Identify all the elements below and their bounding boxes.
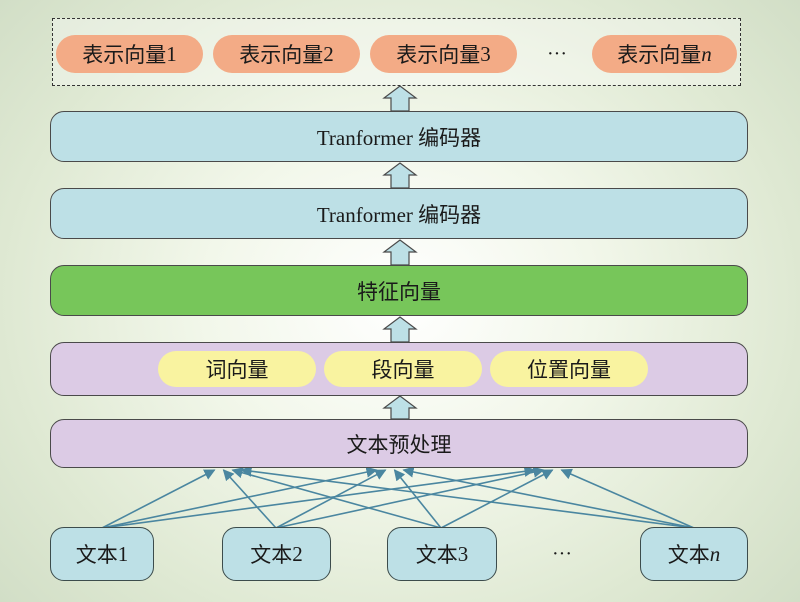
position-vector-label: 位置向量 [527, 358, 611, 382]
text-n-to-preprocess-arrow-2 [402, 466, 695, 529]
text-3-to-preprocess-arrow-1 [231, 467, 442, 529]
encoder-to-encoder-block-arrow [382, 162, 418, 189]
text-n-to-preprocess-arrow-3 [560, 468, 695, 529]
segment-vector-label: 段向量 [371, 358, 435, 382]
text-input-3: 文本 3 [387, 527, 497, 581]
representation-vector-label: 表示向量 [396, 43, 481, 67]
transformer-encoder-layer-1: Tranformer 编码器 [50, 188, 748, 239]
segment-vector-pill: 段向量 [324, 351, 482, 387]
representation-vector-label: 表示向量 [239, 43, 324, 67]
encoder-label: Tranformer 编码器 [316, 125, 482, 150]
text-input-index: 3 [457, 541, 469, 566]
representation-vector-index: 1 [166, 41, 177, 66]
text-preprocessing-layer: 文本预处理 [50, 419, 748, 468]
text-input-index: n [709, 541, 721, 566]
text-2-to-preprocess-arrow-2 [275, 469, 387, 529]
text-input-label: 文本 [667, 543, 710, 567]
text-3-to-preprocess-arrow-2 [393, 469, 442, 529]
feature-vector-layer: 特征向量 [50, 265, 748, 316]
representation-vector-n: 表示向量 n [592, 35, 737, 73]
word-vector-pill: 词向量 [158, 351, 316, 387]
preprocess-to-embedding-block-arrow [382, 395, 418, 420]
representation-vector-index: n [701, 41, 712, 66]
feature-to-encoder-block-arrow [382, 239, 418, 266]
text-input-index: 1 [117, 541, 129, 566]
text-1-to-preprocess-arrow-1 [101, 469, 216, 529]
representation-vector-label: 表示向量 [82, 43, 167, 67]
representation-ellipsis: ··· [547, 42, 567, 65]
text-2-to-preprocess-arrow-3 [275, 466, 545, 529]
transformer-encoder-layer-2: Tranformer 编码器 [50, 111, 748, 162]
text-1-to-preprocess-arrow-2 [101, 466, 378, 529]
text-input-label: 文本 [75, 543, 118, 567]
representation-vector-index: 2 [323, 41, 334, 66]
text-input-ellipsis: ··· [552, 542, 572, 565]
text-input-1: 文本 1 [50, 527, 154, 581]
text-2-to-preprocess-arrow-1 [222, 469, 277, 529]
text-input-index: 2 [292, 541, 303, 566]
representation-vector-1: 表示向量 1 [56, 35, 203, 73]
preprocessing-label: 文本预处理 [346, 432, 452, 457]
text-input-n: 文本 n [640, 527, 748, 581]
word-vector-label: 词向量 [205, 358, 269, 382]
text-input-label: 文本 [415, 543, 458, 567]
representation-vector-2: 表示向量 2 [213, 35, 360, 73]
representation-vector-index: 3 [480, 41, 491, 66]
representation-vector-3: 表示向量 3 [370, 35, 517, 73]
encoder-label: Tranformer 编码器 [316, 202, 482, 227]
embedding-to-feature-block-arrow [382, 316, 418, 343]
text-1-to-preprocess-arrow-3 [101, 465, 536, 529]
text-input-2: 文本 2 [222, 527, 331, 581]
feature-vector-label: 特征向量 [357, 279, 441, 304]
text-to-preprocess-arrows [101, 465, 695, 529]
representation-vector-label: 表示向量 [617, 43, 702, 67]
encoder-to-output-block-arrow [382, 85, 418, 112]
text-input-label: 文本 [250, 543, 293, 567]
text-n-to-preprocess-arrow-1 [240, 465, 695, 529]
text-3-to-preprocess-arrow-3 [440, 469, 554, 529]
position-vector-pill: 位置向量 [490, 351, 648, 387]
